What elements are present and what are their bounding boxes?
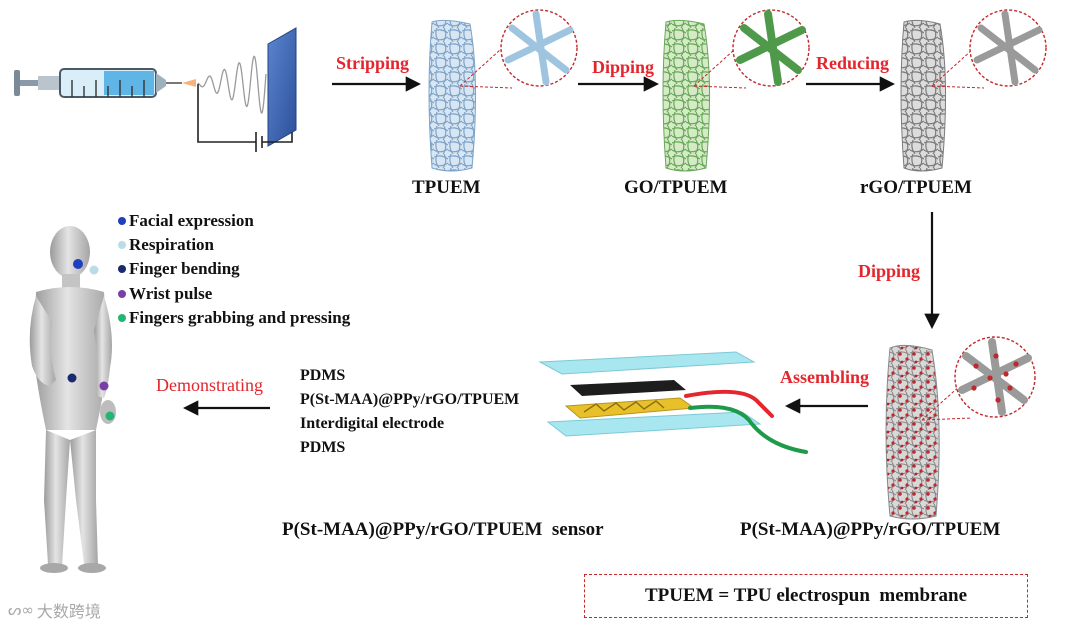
go-tpuem-membrane — [662, 19, 711, 172]
tpuem-membrane — [428, 19, 477, 172]
label-rgo-tpuem: rGO/TPUEM — [860, 177, 972, 198]
legend-label: Respiration — [129, 235, 214, 254]
legend-item-fingers-grabbing: Fingers grabbing and pressing — [118, 307, 350, 329]
legend-label: Wrist pulse — [129, 284, 213, 303]
legend-dot — [118, 314, 126, 322]
legend-label: Fingers grabbing and pressing — [129, 308, 351, 327]
collector-plate-icon — [267, 27, 297, 147]
legend-label: Finger bending — [129, 259, 240, 278]
watermark: ᔕ∞ 大数跨境 — [8, 598, 101, 622]
label-go-tpuem: GO/TPUEM — [624, 177, 728, 198]
legend-item-respiration: Respiration — [118, 234, 214, 256]
label-sensor: P(St-MAA)@PPy/rGO/TPUEM sensor — [282, 519, 604, 540]
high-voltage-circuit-icon — [197, 84, 293, 152]
sensor-location-markers — [67, 259, 115, 421]
rgo-tpuem-membrane — [900, 19, 947, 172]
label-composite: P(St-MAA)@PPy/rGO/TPUEM — [740, 519, 1001, 540]
label-assembling: Assembling — [780, 367, 870, 387]
label-dipping: Dipping — [592, 57, 655, 77]
label-stripping: Stripping — [336, 53, 410, 73]
definition-note-text: TPUEM = TPU electrospun membrane — [644, 585, 968, 606]
facial-expression-marker — [73, 259, 83, 269]
composite-zoom-inset — [921, 336, 1036, 421]
finger-bending-marker — [67, 373, 77, 383]
label-demonstrating: Demonstrating — [156, 375, 263, 395]
legend-label: Facial expression — [129, 211, 254, 230]
layer-label-pdms-bottom: PDMS — [300, 439, 346, 456]
legend-dot — [118, 241, 126, 249]
sensor-stack — [538, 351, 808, 454]
respiration-marker — [89, 265, 99, 275]
label-reducing: Reducing — [816, 53, 890, 73]
label-dipping-down: Dipping — [858, 261, 921, 281]
watermark-text: 大数跨境 — [36, 602, 101, 621]
go-tpuem-zoom-inset — [693, 9, 810, 89]
layer-label-pdms-top: PDMS — [300, 367, 346, 384]
pdms-top-layer — [538, 351, 756, 375]
pdms-bottom-layer — [546, 411, 762, 437]
human-figure — [29, 226, 116, 573]
watermark-logo-icon: ᔕ∞ — [8, 601, 34, 619]
legend-item-wrist-pulse: Wrist pulse — [118, 283, 212, 305]
syringe-icon — [14, 68, 196, 98]
legend-item-finger-bending: Finger bending — [118, 258, 240, 280]
rgo-tpuem-zoom-inset — [931, 9, 1047, 89]
legend-item-facial-expression: Facial expression — [118, 210, 254, 232]
layer-label-electrode: Interdigital electrode — [300, 415, 445, 432]
composite-membrane — [885, 344, 940, 520]
tpuem-zoom-inset — [459, 9, 578, 89]
legend-dot — [118, 265, 126, 273]
legend-dot — [118, 290, 126, 298]
sensor-lead-wires — [684, 389, 808, 454]
layer-label-composite: P(St-MAA)@PPy/rGO/TPUEM — [300, 391, 520, 408]
label-tpuem: TPUEM — [412, 177, 481, 198]
legend-dot — [118, 217, 126, 225]
fingers-grabbing-marker — [105, 411, 115, 421]
fiber-jet-icon — [197, 55, 267, 114]
electrospinning-setup — [14, 27, 297, 152]
wrist-pulse-marker — [99, 381, 109, 391]
composite-film-layer — [570, 380, 686, 396]
definition-note: TPUEM = TPU electrospun membrane — [584, 574, 1028, 618]
